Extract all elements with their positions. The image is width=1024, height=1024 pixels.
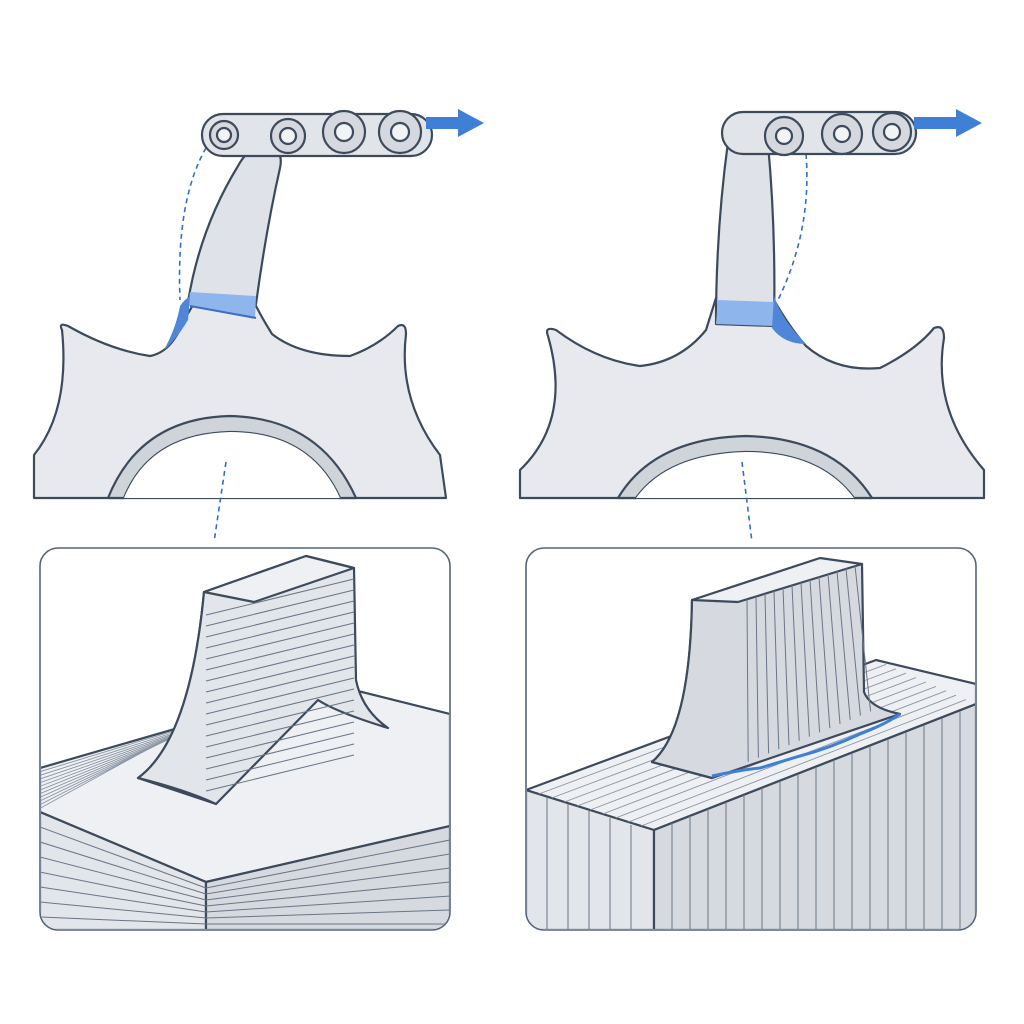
left-base-lamination-line — [41, 916, 207, 925]
right-upright-tooth — [714, 124, 776, 328]
left-sprocket — [32, 144, 448, 543]
right-rib-lamination-line — [746, 599, 749, 762]
left-sprocket-body — [32, 298, 448, 500]
left-rib-lamination-line — [205, 633, 355, 671]
right-base-block-front — [527, 788, 656, 929]
left-base-lamination-line — [41, 826, 207, 889]
left-rib-lamination-line — [205, 655, 355, 693]
right-chain-rollers — [763, 111, 913, 157]
left-rib-lamination-line — [205, 644, 355, 682]
left-base-lamination-line — [205, 853, 449, 895]
left-fillet-stress-edge — [164, 296, 190, 350]
right-rib-lamination-line — [791, 585, 800, 741]
right-sprocket — [518, 124, 986, 543]
left-deflection-guide — [178, 147, 207, 301]
right-chain — [720, 109, 982, 157]
left-rib-lamination-line — [205, 699, 355, 737]
right-root-stress-crescent — [772, 296, 806, 344]
right-rib-lamination-line — [755, 596, 759, 758]
right-rib-lamination-line — [818, 576, 831, 729]
left-rib-face — [136, 554, 390, 806]
left-detail-leader — [213, 461, 227, 543]
right-rib-lamination-line — [809, 579, 821, 733]
left-base-lamination-line — [41, 856, 207, 901]
right-detail-leader — [741, 461, 753, 543]
left-rib-lamination-line — [205, 677, 355, 715]
right-rib-lamination-line — [782, 587, 790, 746]
arrow-right-icon — [426, 109, 484, 137]
right-base-block-side — [652, 702, 975, 929]
right-rib-top — [690, 556, 864, 604]
right-deflection-guide — [777, 153, 808, 301]
left-base-lamination-line — [41, 841, 207, 895]
left-fillet-stress-band — [188, 292, 256, 318]
right-rib-lamination-line — [764, 593, 770, 754]
left-rib-lamination-line — [205, 600, 355, 638]
left-rib-lamination-line — [205, 754, 355, 792]
right-rib-lamination-line — [854, 565, 872, 712]
left-base-lamination-line — [205, 839, 449, 889]
right-bond-line-stress — [711, 712, 901, 778]
left-rib-lamination-line — [205, 578, 355, 616]
left-rib-lamination-line — [205, 732, 355, 770]
left-rib-lamination-line — [205, 611, 355, 649]
left-chain — [200, 109, 484, 158]
left-base-block-front — [41, 810, 208, 929]
left-base-lamination-line — [205, 881, 449, 907]
left-rib-lamination-line — [205, 589, 355, 627]
left-rib-lamination-line — [205, 710, 355, 748]
left-rib-lamination-line — [205, 721, 355, 759]
right-base-lamination-line — [641, 699, 967, 827]
left-rib-lamination-line — [205, 622, 355, 660]
left-rib-lamination-line — [205, 743, 355, 781]
left-base-lamination-line — [205, 895, 449, 913]
right-tooth-base-stress — [716, 300, 774, 326]
right-rib-laminations — [746, 565, 872, 762]
right-rib-lamination-line — [800, 582, 810, 737]
left-laminate-detail-panel — [39, 547, 451, 931]
left-rib-laminations — [205, 578, 355, 792]
left-rib-lamination-line — [205, 688, 355, 726]
left-rib-lamination-line — [205, 666, 355, 704]
left-base-lamination-line — [205, 909, 449, 919]
right-rib-lamination-line — [773, 590, 780, 750]
left-base-lamination-line — [205, 867, 449, 901]
right-rib-lamination-line — [827, 573, 841, 725]
right-laminate-detail-panel — [525, 547, 977, 931]
right-rib-lamination-line — [836, 571, 851, 720]
left-rib-top — [202, 554, 356, 604]
left-chain-rollers — [208, 109, 423, 155]
left-base-lamination-line — [41, 871, 207, 907]
right-sprocket-body — [518, 296, 986, 500]
left-bent-tooth — [186, 144, 282, 306]
left-base-lamination-line — [41, 901, 207, 919]
arrow-right-icon — [914, 109, 982, 137]
right-rib-lamination-line — [845, 568, 861, 716]
left-base-lamination-line — [41, 886, 207, 913]
left-chain-link — [200, 112, 434, 158]
